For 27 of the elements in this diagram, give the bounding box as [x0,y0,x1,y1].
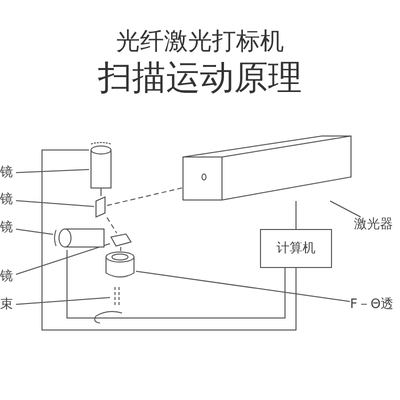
laser-drawing [182,135,352,201]
label: F－Θ透 [350,297,400,313]
label: 镜 [0,269,16,285]
leader-line [16,200,94,207]
mirror-drawing [110,233,132,247]
leader-line [330,200,362,218]
leader-line [16,243,110,275]
laser-beam-path [106,187,182,206]
label: 镜 [0,192,16,208]
title: 光纤激光打标机 [115,26,285,56]
wire [66,250,286,318]
motor-drawing [89,142,113,196]
label: 束 [0,297,16,313]
label: 激光器 [354,217,398,233]
mirror-drawing [94,195,107,219]
leader-line [136,270,350,302]
laser-beam-path [120,246,122,252]
wire [42,150,296,330]
motor-drawing [53,226,105,250]
leader-line [16,169,90,174]
subtitle: 扫描运动原理 [97,58,303,98]
label: 镜 [0,220,16,236]
laser-beam-path [106,216,118,234]
computer-box: 计算机 [260,229,332,268]
leader-line [16,297,110,305]
leader-line [16,228,54,235]
label: 镜 [0,165,16,181]
